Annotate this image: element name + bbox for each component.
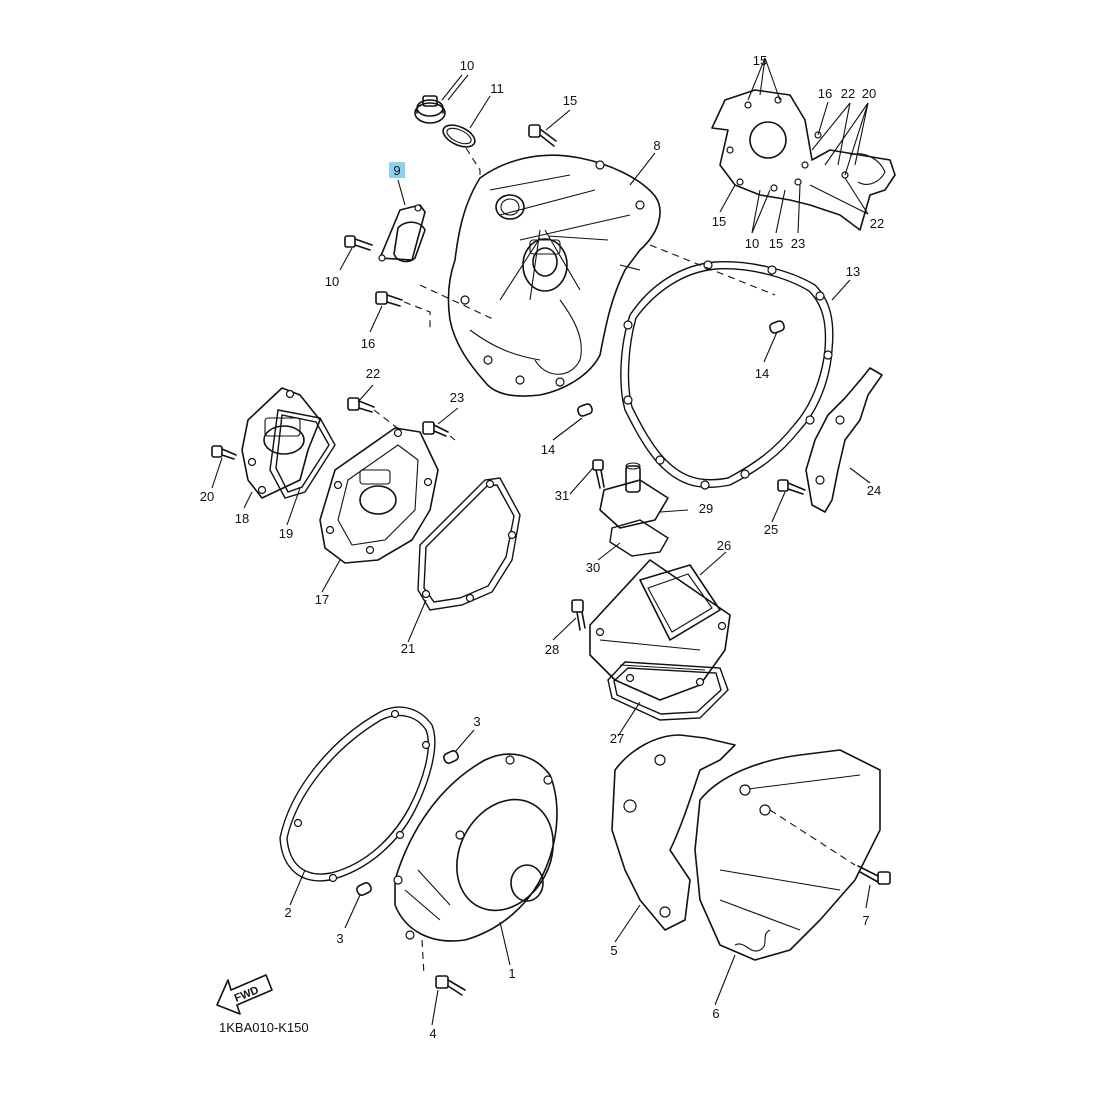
gasket-21[interactable] (417, 477, 521, 611)
inset-callout-15-left[interactable]: 15 (712, 214, 726, 229)
inset-callout-15-bottom[interactable]: 15 (769, 236, 783, 251)
cover-part-9[interactable] (378, 204, 426, 263)
bolt-20[interactable] (211, 445, 237, 460)
callout-10[interactable]: 10 (325, 274, 339, 289)
gasket-13[interactable] (620, 260, 834, 490)
breather-cover-29[interactable] (599, 462, 669, 529)
bolt-4[interactable] (435, 975, 466, 996)
dowel-pin-14[interactable] (769, 320, 786, 334)
callout-14b[interactable]: 14 (541, 442, 555, 457)
inset-callout-15-top[interactable]: 15 (753, 53, 767, 68)
callout-9[interactable]: 9 (393, 163, 400, 178)
breather-box-26[interactable] (589, 559, 731, 701)
callout-24[interactable]: 24 (867, 483, 881, 498)
inset-callout-10[interactable]: 10 (745, 236, 759, 251)
dowel-pin-3[interactable] (443, 750, 460, 765)
gasket-19[interactable] (269, 409, 336, 499)
inset-callout-23[interactable]: 23 (791, 236, 805, 251)
bolt-10[interactable] (344, 235, 373, 251)
callout-7[interactable]: 7 (862, 913, 869, 928)
callout-21[interactable]: 21 (401, 641, 415, 656)
bolt-7[interactable] (857, 865, 891, 885)
inset-callout-22-top[interactable]: 22 (841, 86, 855, 101)
bolt-28[interactable] (571, 599, 586, 631)
callout-30[interactable]: 30 (586, 560, 600, 575)
oil-filler-cap[interactable] (414, 95, 446, 124)
cover-17[interactable] (319, 427, 439, 564)
callout-8[interactable]: 8 (653, 138, 660, 153)
clutch-cover[interactable] (447, 154, 661, 397)
callout-23[interactable]: 23 (450, 390, 464, 405)
gasket-2[interactable] (279, 706, 436, 883)
generator-cover[interactable] (393, 753, 572, 942)
diagram-code: 1KBA010-K150 (219, 1020, 309, 1035)
callout-2[interactable]: 2 (284, 905, 291, 920)
callout-25[interactable]: 25 (764, 522, 778, 537)
callout-26[interactable]: 26 (717, 538, 731, 553)
callout-9-highlight (389, 162, 405, 178)
callout-27[interactable]: 27 (610, 731, 624, 746)
callout-13[interactable]: 13 (846, 264, 860, 279)
inset-callout-16[interactable]: 16 (818, 86, 832, 101)
o-ring[interactable] (440, 121, 478, 152)
callout-3b[interactable]: 3 (336, 931, 343, 946)
bolt-22[interactable] (347, 397, 375, 413)
bolt-15[interactable] (528, 124, 557, 147)
callout-20[interactable]: 20 (200, 489, 214, 504)
forward-direction-arrow: FWD (216, 974, 273, 1015)
bracket-5[interactable] (611, 734, 736, 931)
inset-callout-labels: 15 16 22 20 15 10 15 23 22 (712, 53, 884, 251)
bracket-24[interactable] (805, 367, 883, 513)
engine-case-inset (711, 89, 896, 231)
dowel-pin-14-lower[interactable] (577, 403, 594, 417)
callout-11[interactable]: 10 (460, 58, 474, 73)
callout-labels: 10 11 15 8 9 10 16 13 14 14 22 23 20 18 … (200, 58, 881, 1041)
bolt-25[interactable] (777, 479, 806, 495)
callout-12[interactable]: 11 (490, 81, 504, 96)
sprocket-cover-6[interactable] (694, 749, 881, 961)
callout-6[interactable]: 6 (712, 1006, 719, 1021)
callout-1[interactable]: 1 (508, 966, 515, 981)
callout-5[interactable]: 5 (610, 943, 617, 958)
bolt-23[interactable] (422, 421, 449, 437)
callout-22[interactable]: 22 (366, 366, 380, 381)
bolt-31[interactable] (592, 459, 605, 489)
cover-18[interactable] (241, 387, 321, 499)
callout-17[interactable]: 17 (315, 592, 329, 607)
inset-callout-22-bottom[interactable]: 22 (870, 216, 884, 231)
callout-4[interactable]: 4 (429, 1026, 436, 1041)
callout-3a[interactable]: 3 (473, 714, 480, 729)
gasket-27[interactable] (607, 661, 729, 721)
callout-19[interactable]: 19 (279, 526, 293, 541)
bolt-16[interactable] (375, 291, 403, 307)
dowel-pin-3-lower[interactable] (356, 882, 373, 897)
callout-16[interactable]: 16 (361, 336, 375, 351)
callout-14a[interactable]: 14 (755, 366, 769, 381)
callout-31[interactable]: 31 (555, 488, 569, 503)
callout-18[interactable]: 18 (235, 511, 249, 526)
inset-callout-20[interactable]: 20 (862, 86, 876, 101)
breather-gasket-30[interactable] (609, 519, 669, 557)
callout-28[interactable]: 28 (545, 642, 559, 657)
callout-15[interactable]: 15 (563, 93, 577, 108)
callout-29[interactable]: 29 (699, 501, 713, 516)
